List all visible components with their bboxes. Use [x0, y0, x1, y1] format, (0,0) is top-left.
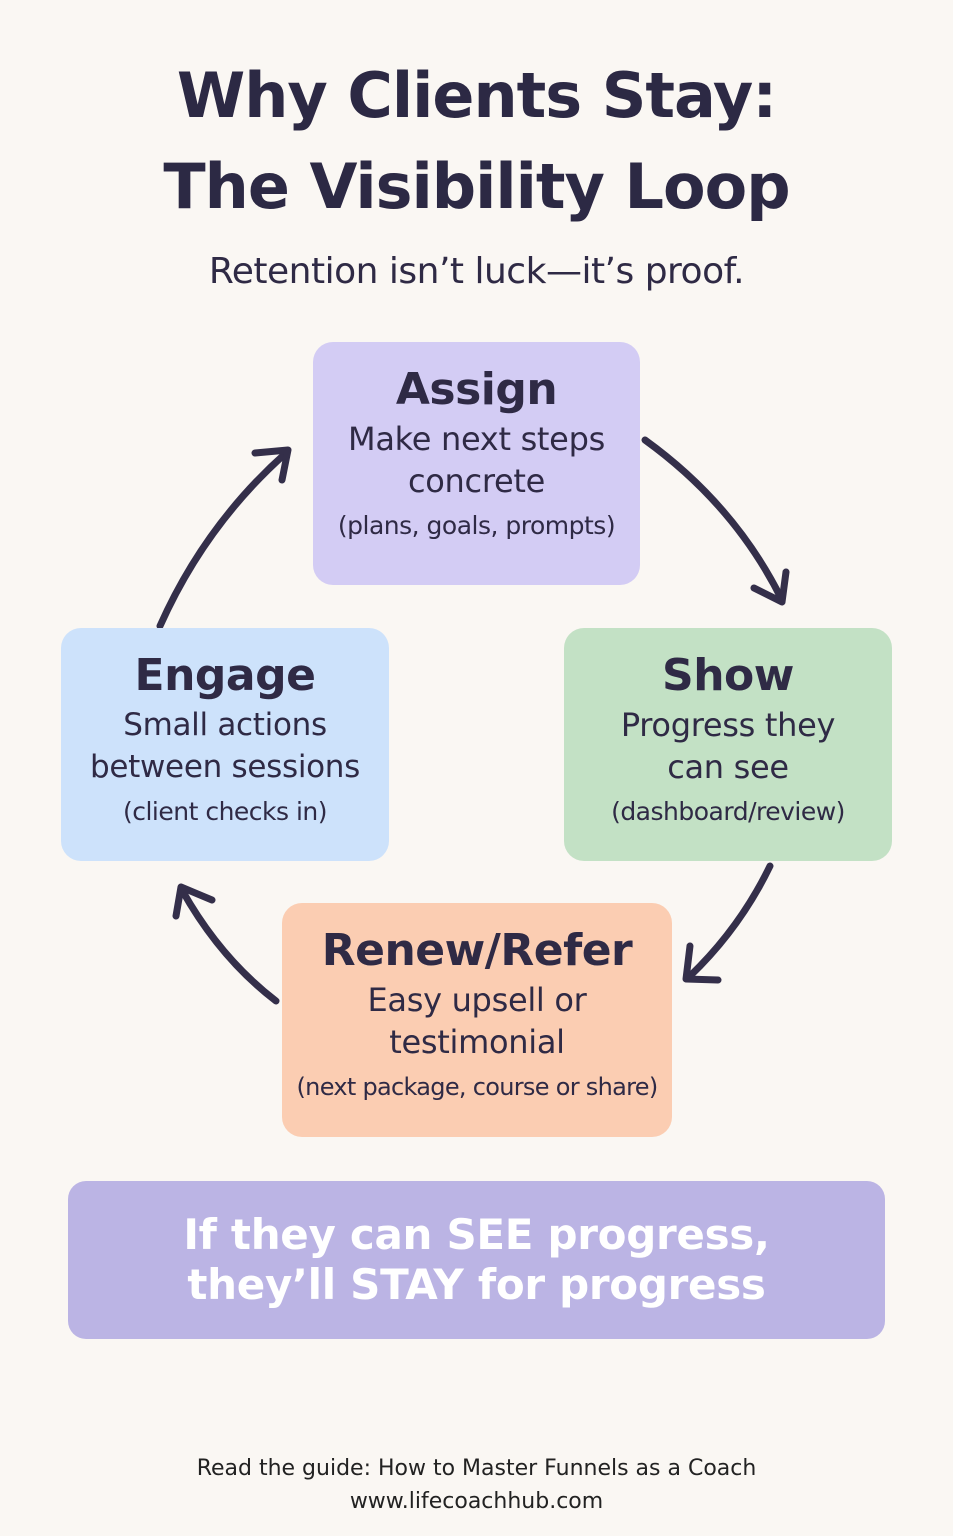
step-renew-refer-card: Renew/Refer Easy upsell or testimonial (…	[282, 903, 672, 1137]
page-title-line-2: The Visibility Loop	[163, 150, 790, 223]
step-assign-desc-line-1: Make next steps	[348, 420, 605, 458]
step-engage-title: Engage	[134, 650, 316, 701]
footer-guide-text: Read the guide: How to Master Funnels as…	[196, 1456, 757, 1481]
step-renew-refer-desc-line-2: testimonial	[389, 1023, 565, 1061]
step-engage-note: (client checks in)	[122, 797, 328, 826]
arrow-renew-to-engage	[172, 883, 280, 1005]
step-engage-card: Engage Small actions between sessions (c…	[61, 628, 389, 861]
step-engage-desc-line-1: Small actions	[123, 707, 327, 743]
arrow-show-to-renew	[682, 862, 774, 984]
key-message-banner: If they can SEE progress, they’ll STAY f…	[68, 1181, 885, 1339]
step-engage-desc-line-2: between sessions	[89, 749, 360, 785]
page-subtitle: Retention isn’t luck—it’s proof.	[208, 251, 745, 292]
step-renew-refer-desc-line-1: Easy upsell or	[367, 981, 587, 1019]
step-show-card: Show Progress they can see (dashboard/re…	[564, 628, 892, 861]
step-show-note: (dashboard/review)	[611, 797, 845, 826]
step-renew-refer-note: (next package, course or share)	[296, 1073, 659, 1101]
arrow-engage-to-assign	[156, 446, 292, 630]
arrow-assign-to-show	[641, 436, 790, 606]
step-show-title: Show	[662, 650, 794, 701]
step-assign-card: Assign Make next steps concrete (plans, …	[313, 342, 640, 585]
footer-website-link[interactable]: www.lifecoachhub.com	[349, 1489, 604, 1514]
step-show-desc-line-2: can see	[667, 748, 789, 786]
step-assign-desc-line-2: concrete	[407, 462, 546, 500]
banner-line-2: they’ll STAY for progress	[187, 1260, 766, 1309]
step-assign-title: Assign	[395, 364, 558, 415]
banner-line-1: If they can SEE progress,	[183, 1210, 770, 1259]
step-assign-note: (plans, goals, prompts)	[337, 511, 616, 540]
page-title-line-1: Why Clients Stay:	[176, 59, 777, 132]
step-renew-refer-title: Renew/Refer	[321, 925, 633, 976]
step-show-desc-line-1: Progress they	[620, 706, 836, 744]
